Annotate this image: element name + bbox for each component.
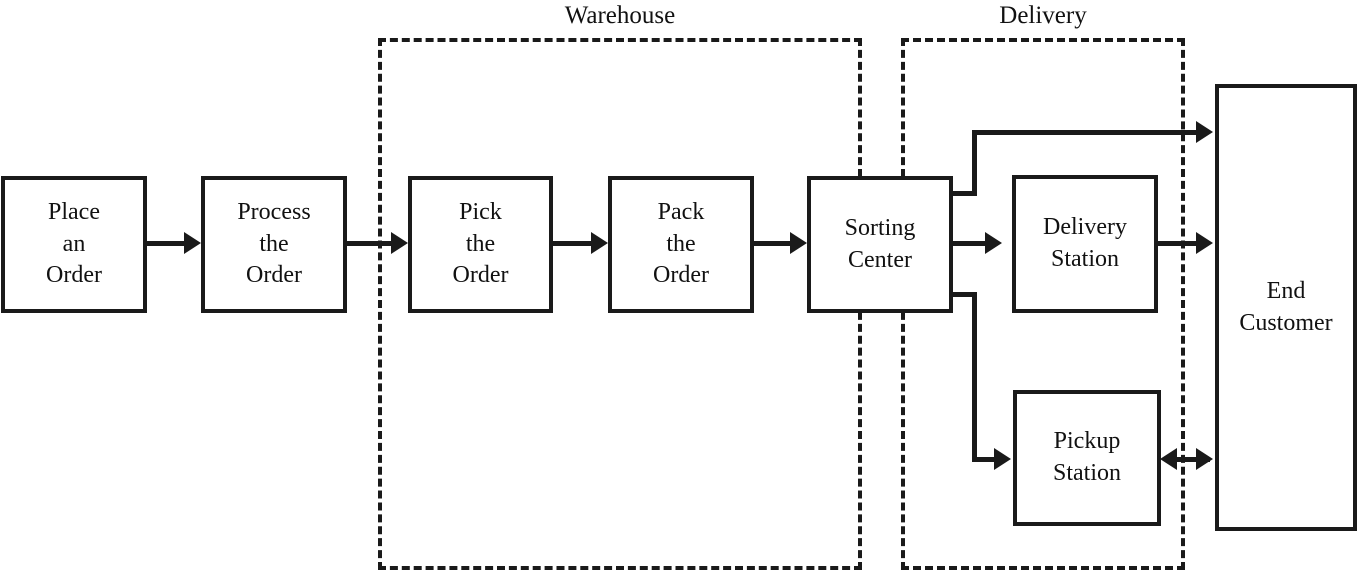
node-sorting-center-line-1: Sorting	[844, 214, 916, 241]
connector-sorting-to-pickup-stub	[950, 292, 977, 297]
node-end-customer-line-2: Customer	[1239, 309, 1333, 336]
arrowhead-pack-to-sorting	[790, 232, 807, 254]
node-pack-the-order-line-3: Order	[653, 262, 709, 289]
node-pick-the-order-line-2: the	[465, 230, 496, 257]
zone-delivery-label: Delivery	[999, 2, 1087, 29]
arrowhead-place-to-process	[184, 232, 201, 254]
node-place-an-order-line-3: Order	[46, 262, 102, 289]
connector-place-to-process	[147, 241, 187, 246]
node-process-the-order-line-1: Process	[237, 198, 311, 225]
zone-warehouse-label: Warehouse	[564, 2, 676, 29]
connector-delivery-station-to-endcustomer	[1157, 241, 1200, 246]
node-process-the-order-line-2: the	[259, 230, 289, 257]
node-process-the-order-line-3: Order	[246, 262, 302, 289]
node-end-customer[interactable]: End Customer	[1215, 84, 1357, 531]
arrowhead-sorting-to-delivery-station	[985, 232, 1002, 254]
connector-pick-to-pack	[552, 241, 594, 246]
connector-sorting-to-delivery-station	[950, 241, 988, 246]
node-delivery-station[interactable]: Delivery Station	[1012, 175, 1158, 313]
node-pickup-station[interactable]: Pickup Station	[1013, 390, 1161, 526]
node-pickup-station-line-1: Pickup	[1053, 428, 1121, 455]
arrowhead-sorting-to-pickup	[994, 448, 1011, 470]
arrowhead-sorting-to-endcustomer	[1196, 121, 1213, 143]
connector-sorting-to-endcustomer-riser	[972, 130, 977, 196]
arrowhead-process-to-pick	[391, 232, 408, 254]
node-pack-the-order-line-2: the	[666, 230, 696, 257]
node-pickup-station-line-2: Station	[1052, 460, 1121, 486]
node-delivery-station-line-2: Station	[1050, 246, 1119, 272]
node-pick-the-order[interactable]: Pick the Order	[408, 176, 553, 313]
arrowhead-delivery-station-to-endcustomer	[1196, 232, 1213, 254]
node-sorting-center-line-2: Center	[848, 246, 912, 273]
connector-sorting-to-endcustomer-stub	[950, 191, 977, 196]
connector-process-to-pick	[347, 241, 394, 246]
node-process-the-order[interactable]: Process the Order	[201, 176, 347, 313]
node-end-customer-line-1: End	[1266, 277, 1306, 304]
connector-sorting-to-pickup-run	[972, 457, 998, 462]
arrowhead-endcustomer-to-pickup	[1160, 448, 1177, 470]
connector-sorting-to-pickup-drop	[972, 292, 977, 462]
node-place-an-order-line-2: an	[62, 230, 86, 257]
node-delivery-station-line-1: Delivery	[1043, 214, 1127, 241]
connector-pickup-endcustomer	[1166, 457, 1210, 462]
node-sorting-center[interactable]: Sorting Center	[807, 176, 953, 313]
node-pick-the-order-line-3: Order	[452, 262, 509, 289]
node-place-an-order[interactable]: Place an Order	[1, 176, 147, 313]
connector-pack-to-sorting	[753, 241, 794, 246]
arrowhead-pickup-to-endcustomer	[1196, 448, 1213, 470]
node-pick-the-order-line-1: Pick	[459, 198, 502, 225]
node-pack-the-order-line-1: Pack	[657, 198, 705, 225]
node-pack-the-order[interactable]: Pack the Order	[608, 176, 754, 313]
connector-sorting-to-endcustomer-run	[972, 130, 1200, 135]
arrowhead-pick-to-pack	[591, 232, 608, 254]
node-place-an-order-line-1: Place	[48, 198, 100, 225]
